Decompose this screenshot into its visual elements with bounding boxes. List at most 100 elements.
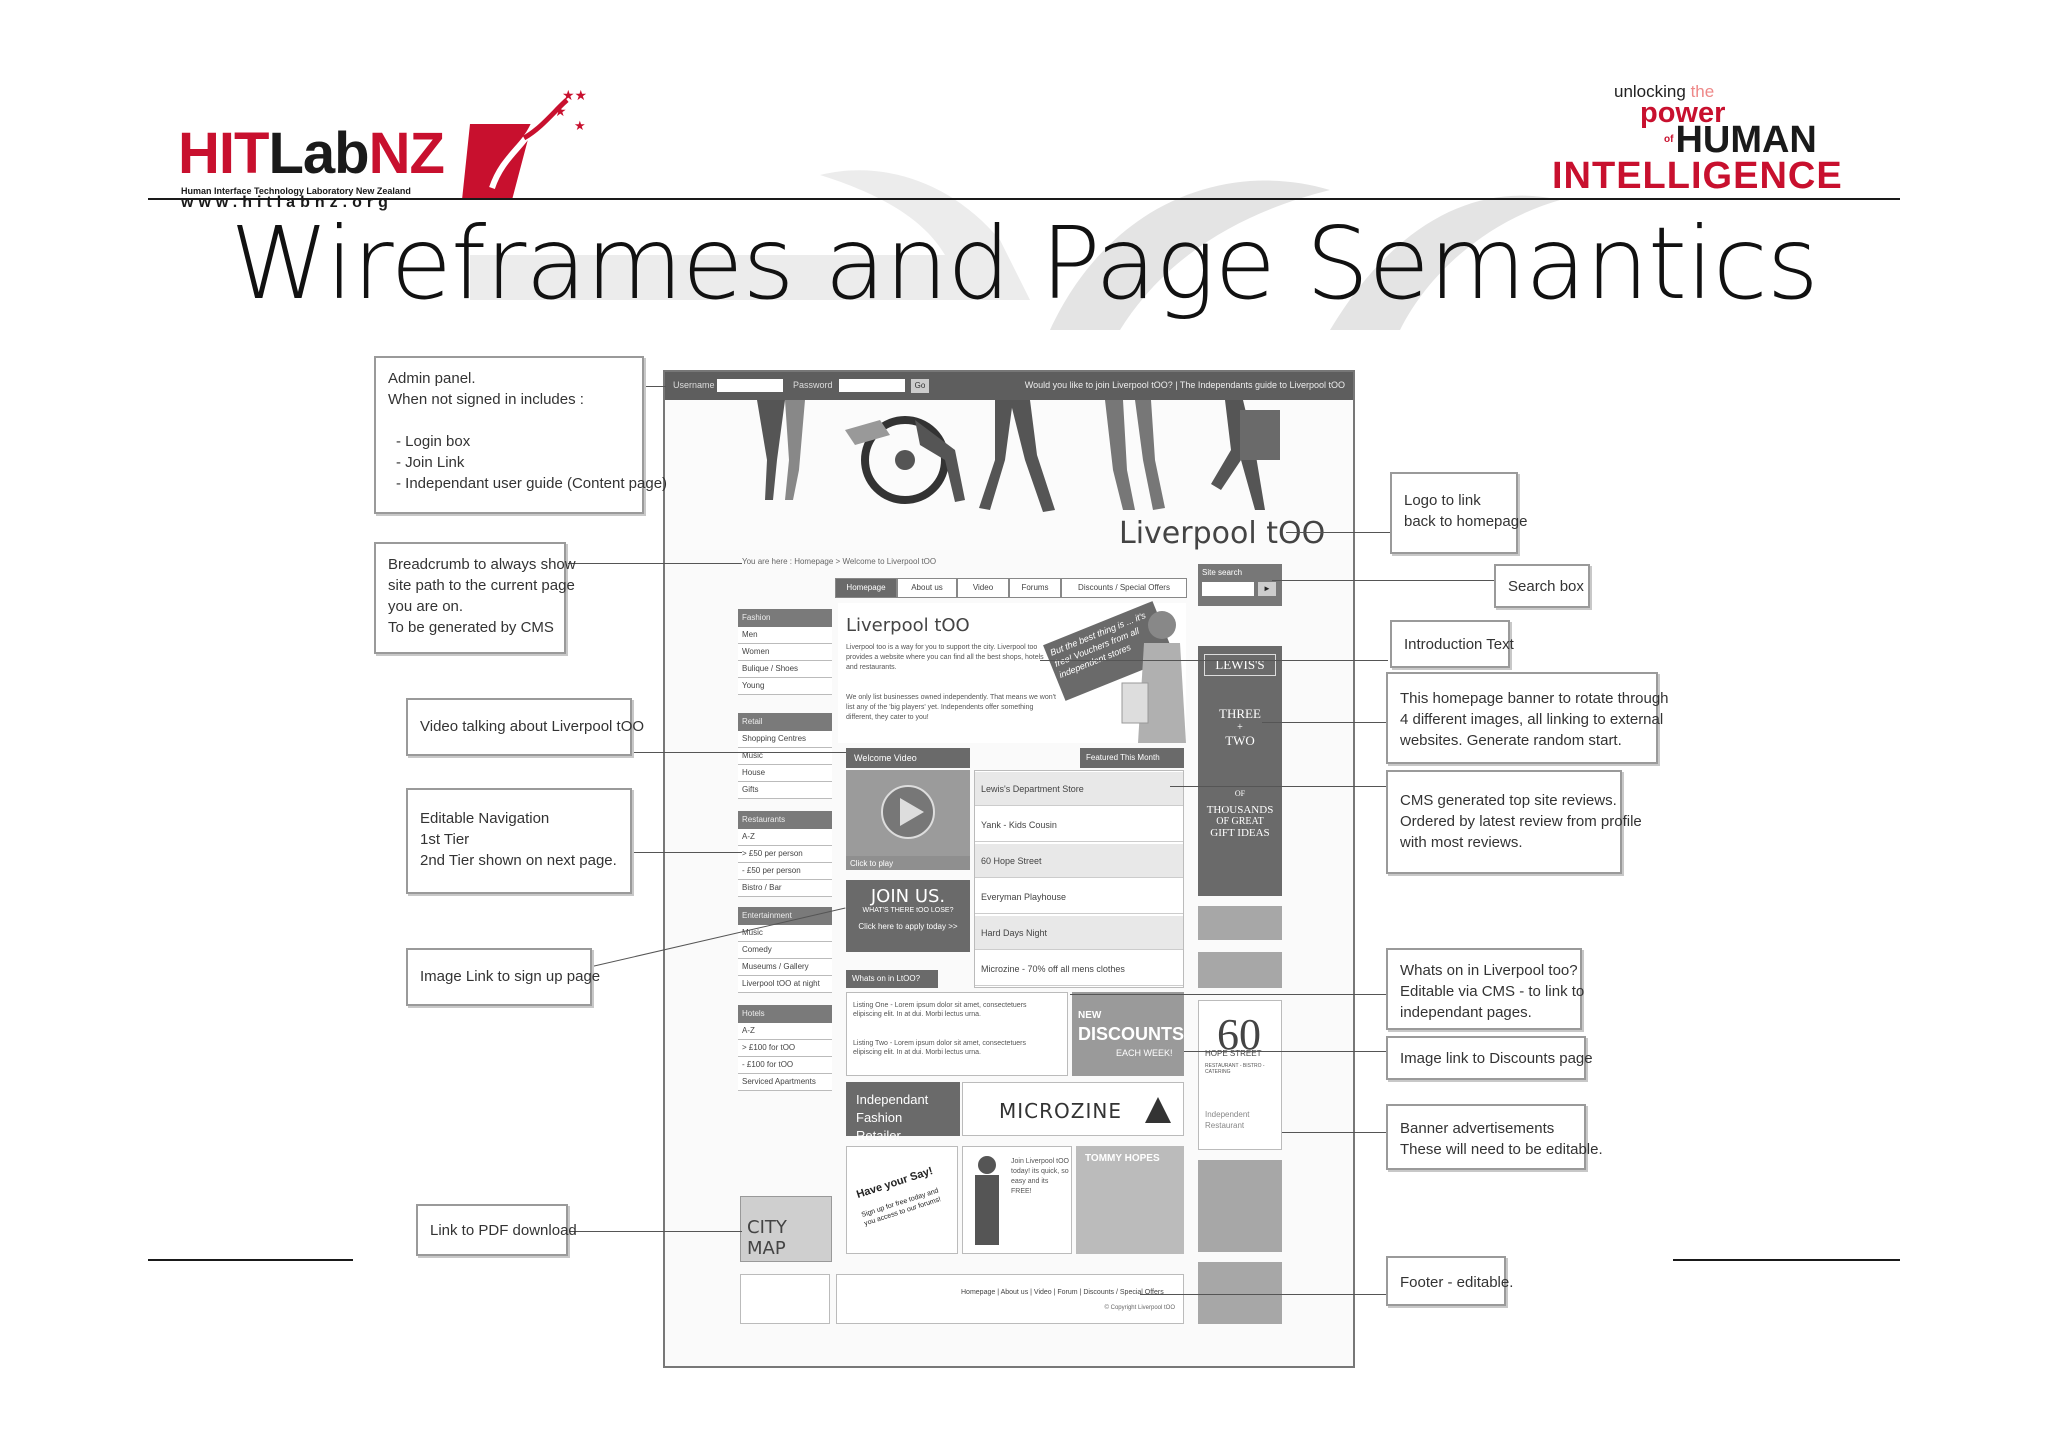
annotation-line: Video talking about Liverpool tOO [420,718,645,735]
logo-figure-icon: ★★ ★ ★ [462,88,587,200]
nav-item[interactable]: Museums / Gallery [738,959,832,976]
nav-heading-retail[interactable]: Retail [738,713,832,731]
tommy-hopes-promo[interactable]: TOMMY HOPES [1076,1146,1184,1254]
review-item[interactable]: 60 Hope Street [975,844,1183,878]
side-ad-slot[interactable] [1198,1160,1282,1252]
nav-item[interactable]: Women [738,644,832,661]
annotation-line: Editable via CMS - to link to [1400,983,1585,1000]
nav-item[interactable]: Young [738,678,832,695]
annotation-line: To be generated by CMS [388,619,554,636]
annotation-banner-ads: Banner advertisements These will need to… [1386,1104,1603,1170]
side-ad-slot[interactable] [1198,906,1282,940]
annotation-line: Admin panel. [388,370,476,387]
hitlabnz-logo[interactable]: HITLabNZ ★★ ★ ★ Human Interface Technolo… [178,88,598,211]
banner-ad-microzine[interactable]: MICROZINE [962,1082,1184,1136]
nav-item[interactable]: Shopping Centres [738,731,832,748]
nav-item[interactable]: - £50 per person [738,863,832,880]
annotation-whats-on: Whats on in Liverpool too? Editable via … [1386,948,1585,1030]
city-map-pdf-link[interactable]: CITY MAP [740,1196,832,1262]
nav-item[interactable]: A-Z [738,829,832,846]
tab-video[interactable]: Video [957,578,1009,598]
nav-item[interactable]: Men [738,627,832,644]
review-item[interactable]: Hard Days Night [975,916,1183,950]
discounts-line2: DISCOUNTS [1078,1024,1185,1044]
search-input[interactable] [1202,582,1254,596]
banner-ad-retailer[interactable]: Independant Fashion Retailer [846,1082,960,1143]
logo-power-text: power [1640,97,1726,129]
discounts-image-link[interactable]: NEW DISCOUNTS EACH WEEK! [1072,992,1184,1076]
join-us-image-link[interactable]: JOIN US. WHAT'S THERE tOO LOSE? Click he… [846,880,970,952]
nav-heading-fashion[interactable]: Fashion [738,609,832,627]
breadcrumb[interactable]: You are here : Homepage > Welcome to Liv… [742,557,937,566]
nav-item[interactable]: A-Z [738,1023,832,1040]
annotation-admin-panel: Admin panel. When not signed in includes… [374,356,667,514]
side-ad-slot[interactable] [1198,952,1282,988]
nav-item[interactable]: Bistro / Bar [738,880,832,897]
nav-item[interactable]: Bulique / Shoes [738,661,832,678]
whats-on-item[interactable]: Listing One - Lorem ipsum dolor sit amet… [853,1002,1027,1018]
nav-item[interactable]: Music [738,925,832,942]
discounts-line3: EACH WEEK! [1116,1048,1173,1058]
side-ad-slot[interactable] [1198,1262,1282,1324]
play-icon[interactable] [846,770,970,856]
nav-item[interactable]: House [738,765,832,782]
header-banner: Liverpool tOO [665,400,1353,551]
connector-line [566,563,742,564]
footer-logo-tile[interactable] [740,1274,830,1324]
sixty-text: 60 [1217,1010,1261,1059]
nav-item[interactable]: - £100 for tOO [738,1057,832,1074]
nav-item[interactable]: Music [738,748,832,765]
main-tabs: Homepage About us Video Forums Discounts… [835,578,1187,598]
admin-links[interactable]: Would you like to join Liverpool tOO? | … [1024,380,1345,390]
banner-gift-ideas: GIFT IDEAS [1210,827,1270,839]
password-input[interactable] [839,379,905,392]
annotation-line [388,410,630,431]
logo-liverpool-too[interactable]: Liverpool tOO [1119,516,1326,551]
have-your-say-promo[interactable]: Have your Say! Sign up for free today an… [846,1146,958,1254]
annotation-line: This homepage banner to rotate through [1400,690,1669,707]
welcome-video-player[interactable]: Click to play [846,770,970,870]
nav-item[interactable]: > £100 for tOO [738,1040,832,1057]
login-go-button[interactable]: Go [911,379,929,393]
nav-item[interactable]: Comedy [738,942,832,959]
annotation-introduction-text: Introduction Text [1390,620,1514,668]
nav-item[interactable]: Liverpool tOO at night [738,976,832,993]
search-button[interactable]: ► [1258,582,1276,596]
annotation-footer: Footer - editable. [1386,1256,1513,1306]
review-item[interactable]: Everyman Playhouse [975,880,1183,914]
tab-homepage[interactable]: Homepage [835,578,897,598]
annotation-discounts-link: Image link to Discounts page [1386,1036,1593,1080]
logo-unlocking-text: unlocking the [1614,82,1715,101]
intro-heading: Liverpool tOO [846,615,970,636]
rotating-homepage-banner[interactable]: LEWIS'S THREE + TWO OF THOUSANDS OF GREA… [1198,646,1282,896]
annotation-line: Link to PDF download [430,1222,577,1239]
footer-links[interactable]: Homepage | About us | Video | Forum | Di… [961,1289,1164,1296]
nav-item[interactable]: Gifts [738,782,832,799]
search-box-panel: Site search ► [1198,564,1282,606]
review-item[interactable]: Microzine - 70% off all mens clothes [975,952,1183,986]
tab-forums[interactable]: Forums [1009,578,1061,598]
city-map-text: CITY MAP [747,1217,787,1259]
join-promo[interactable]: Join Liverpool tOO today! its quick, so … [962,1146,1072,1254]
annotation-line: Logo to link [1404,492,1481,509]
nav-heading-restaurants[interactable]: Restaurants [738,811,832,829]
hitlabnz-logo-text: HITLabNZ [178,121,445,186]
nav-item[interactable]: > £50 per person [738,846,832,863]
reviews-header: Featured This Month [1080,748,1184,768]
tab-about-us[interactable]: About us [897,578,957,598]
search-label: Site search [1202,568,1243,577]
nav-heading-hotels[interactable]: Hotels [738,1005,832,1023]
banner-advertisement-60-hope[interactable]: 60 HOPE STREET RESTAURANT - BISTRO - CAT… [1198,1000,1282,1150]
nav-item[interactable]: Serviced Apartments [738,1074,832,1091]
annotation-line: - Login box [396,433,471,450]
banner-three: THREE [1219,706,1261,721]
microzine-triangle-icon [1145,1097,1171,1123]
username-input[interactable] [717,379,783,392]
whats-on-item[interactable]: Listing Two - Lorem ipsum dolor sit amet… [853,1040,1027,1056]
review-item[interactable]: Lewis's Department Store [975,772,1183,806]
review-item[interactable]: Yank - Kids Cousin [975,808,1183,842]
nav-heading-entertainment[interactable]: Entertainment [738,907,832,925]
annotation-line: Image Link to sign up page [420,968,601,985]
tab-discounts[interactable]: Discounts / Special Offers [1061,578,1187,598]
join-us-subtitle: WHAT'S THERE tOO LOSE? [862,907,954,914]
